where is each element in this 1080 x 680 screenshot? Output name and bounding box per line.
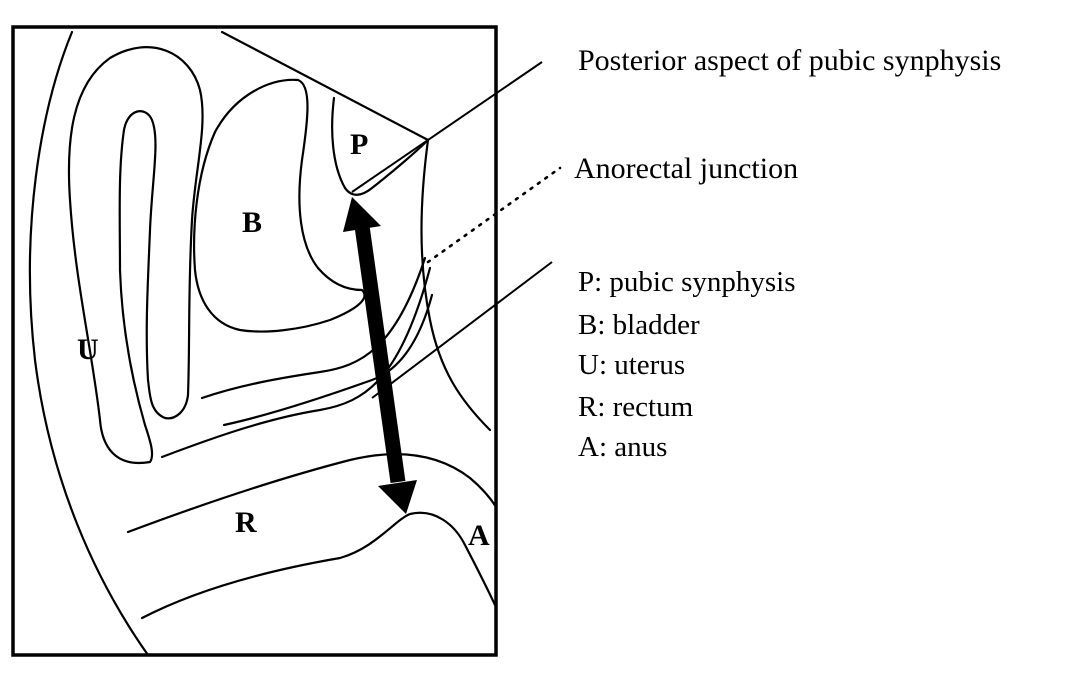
- legend-pointer-leader: [371, 261, 553, 399]
- uterus-outline: [67, 46, 204, 465]
- rectum-lower-wall: [140, 511, 496, 620]
- pelvic-wall-curve: [28, 30, 150, 655]
- organ-label-u: U: [77, 333, 99, 366]
- legend-item: B: bladder: [578, 309, 700, 341]
- anterior-body-curve: [420, 138, 492, 432]
- legend-item: A: anus: [578, 431, 667, 463]
- organ-label-p: P: [350, 128, 368, 161]
- bladder-outline: [193, 78, 366, 333]
- callout-posterior-pubic: Posterior aspect of pubic synphysis: [578, 44, 1001, 77]
- pubic-top-edge: [220, 30, 430, 142]
- pubic-symphysis-outline: [331, 96, 430, 196]
- measurement-double-arrow: [343, 197, 417, 514]
- anorectal-junction-leader: [426, 166, 562, 264]
- legend: P: pubic synphysis B: bladder U: uterus …: [578, 266, 796, 463]
- legend-item: P: pubic synphysis: [578, 266, 796, 298]
- rectum-upper-wall: [126, 453, 496, 534]
- organ-label-a: A: [468, 519, 490, 552]
- vaginal-line-middle: [160, 266, 432, 459]
- legend-item: U: uterus: [578, 349, 685, 381]
- diagram-frame: [11, 25, 498, 657]
- vaginal-line-upper: [200, 256, 427, 400]
- organ-label-r: R: [235, 506, 257, 539]
- posterior-pubic-leader: [351, 61, 543, 193]
- callout-anorectal-junction: Anorectal junction: [574, 152, 798, 185]
- vaginal-line-lower: [222, 293, 434, 427]
- legend-item: R: rectum: [578, 391, 694, 423]
- organ-label-b: B: [242, 206, 262, 239]
